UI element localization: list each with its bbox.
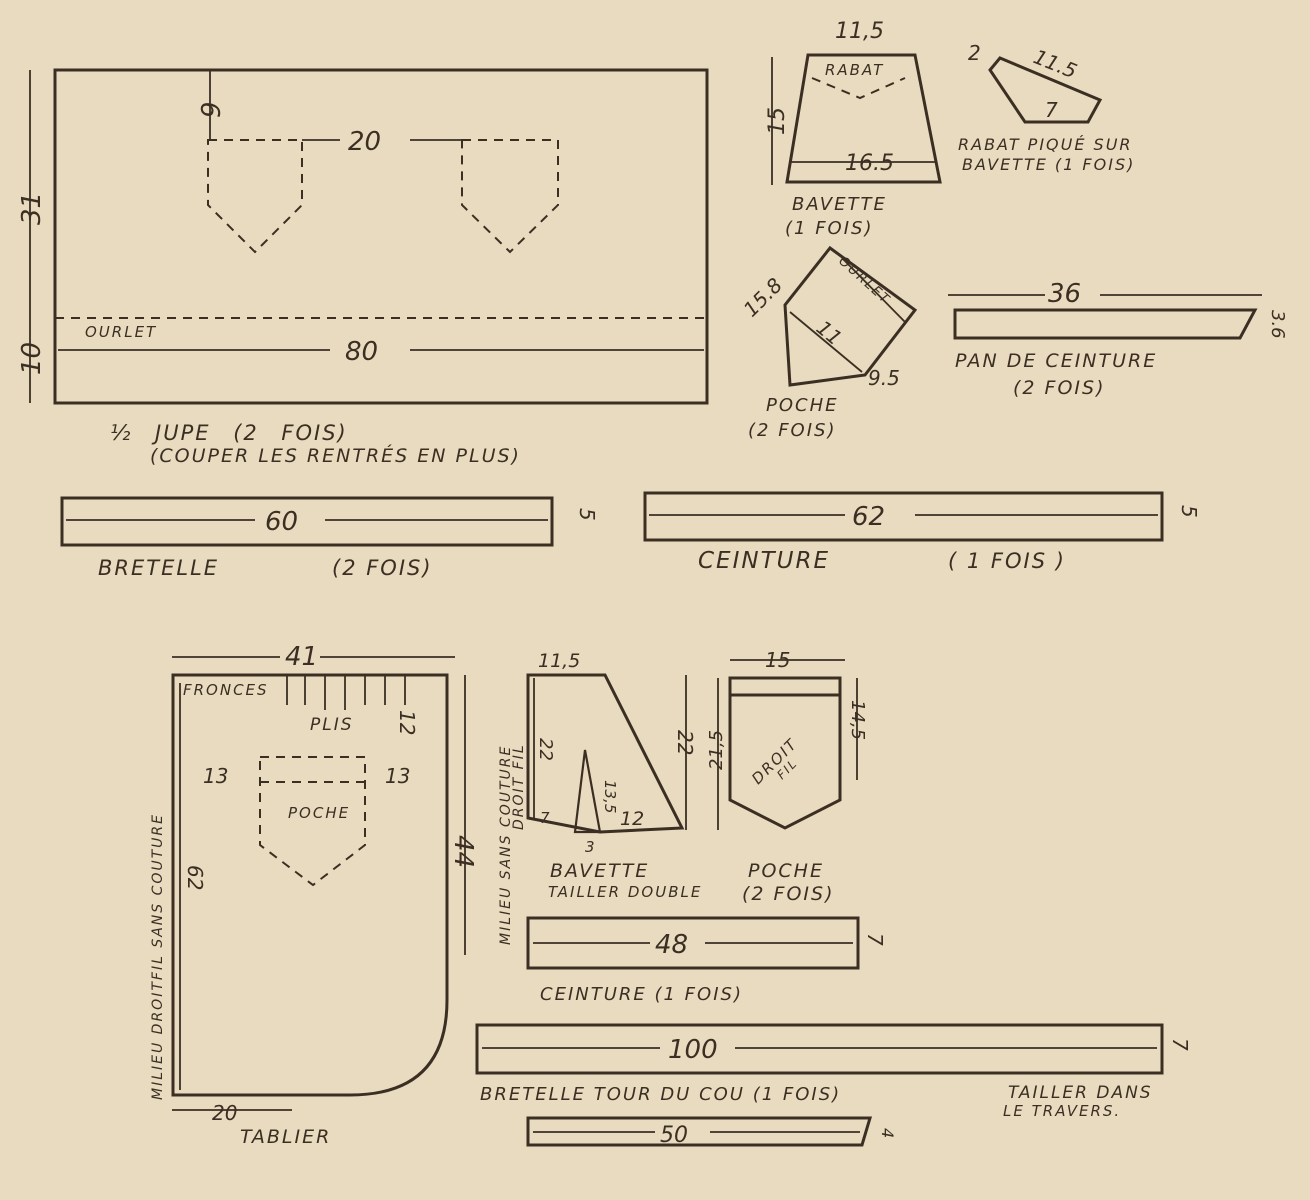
dim-48: 48: [655, 930, 688, 960]
dim-3-6: 3.6: [1267, 310, 1288, 339]
dim-7b: 7: [540, 809, 550, 827]
bavette-count: (1 FOIS): [785, 218, 873, 239]
dim-7c: 7: [863, 933, 887, 946]
bavette-side-note-2: DROIT FIL: [511, 743, 527, 830]
rabat-label-1: RABAT PIQUÉ SUR: [958, 135, 1133, 154]
bretelle-label: BRETELLE: [98, 556, 219, 580]
ceinture-48-piece: 48 7 CEINTURE (1 FOIS): [526, 916, 887, 1005]
dim-7d: 7: [1168, 1038, 1192, 1051]
dim-7: 7: [1045, 98, 1058, 122]
dim-20: 20: [348, 127, 381, 157]
dim-22-right: 22: [673, 730, 697, 755]
bretelle-100-piece: 100 7 BRETELLE TOUR DU COU (1 FOIS) TAIL…: [475, 1023, 1192, 1120]
dim-22-left: 22: [535, 738, 556, 761]
bretelle-100-note-2: LE TRAVERS.: [1003, 1102, 1121, 1120]
bavette-bottom-note: TAILLER DOUBLE: [548, 883, 702, 901]
ceinture-piece: 62 5 CEINTURE ( 1 FOIS ): [643, 491, 1201, 574]
dim-5b: 5: [1177, 505, 1201, 518]
rabat-piece: 2 11.5 7 RABAT PIQUÉ SUR BAVETTE (1 FOIS…: [958, 41, 1135, 174]
poche-bottom-label: POCHE: [748, 860, 824, 882]
dim-15b: 15: [765, 648, 790, 672]
dim-44: 44: [448, 835, 478, 868]
dim-62: 62: [852, 502, 885, 532]
pan-de-ceinture-piece: 36 3.6 PAN DE CEINTURE (2 FOIS): [948, 279, 1288, 399]
poche-bottom-piece: 15 21,5 14,5 DROIT FIL POCHE (2 FOIS): [706, 648, 868, 905]
dim-11-5c: 11,5: [538, 650, 580, 672]
ceinture-48-label: CEINTURE (1 FOIS): [540, 984, 743, 1005]
dim-13-right: 13: [385, 764, 410, 788]
dim-50: 50: [660, 1123, 688, 1148]
pan-label: PAN DE CEINTURE: [955, 350, 1157, 372]
rabat-label-2: BAVETTE (1 FOIS): [962, 155, 1135, 174]
dim-80: 80: [345, 337, 378, 367]
poche-bottom-count: (2 FOIS): [742, 883, 835, 905]
dim-20-tablier: 20: [212, 1101, 237, 1125]
ceinture-label: CEINTURE: [698, 548, 830, 574]
dim-14-5: 14,5: [847, 700, 868, 740]
pan-count: (2 FOIS): [1013, 377, 1106, 399]
jupe-title: ½ JUPE (2 FOIS): [110, 421, 348, 445]
bretelle-100-note-1: TAILLER DANS: [1008, 1083, 1153, 1103]
poche-label: POCHE: [766, 395, 839, 416]
dim-12: 12: [395, 710, 419, 735]
dim-3: 3: [585, 838, 595, 856]
poche-top-piece: OURLET 15.8 11 9.5 POCHE (2 FOIS): [739, 245, 918, 441]
dim-15: 15: [765, 107, 790, 135]
dim-13-left: 13: [203, 764, 228, 788]
ourlet-label: OURLET: [85, 323, 157, 341]
dim-11: 11: [812, 315, 847, 350]
dim-4: 4: [878, 1128, 897, 1138]
bavette-bottom-label: BAVETTE: [550, 860, 649, 882]
bretelle-piece: 60 5 BRETELLE (2 FOIS): [60, 496, 599, 580]
tablier-side-note: MILIEU DROITFIL SANS COUTURE: [150, 813, 166, 1100]
tablier-label: TABLIER: [240, 1126, 331, 1148]
dim-9: 9: [197, 101, 227, 118]
dim-16-5: 16.5: [845, 151, 894, 176]
dim-11-5b: 11.5: [1030, 44, 1080, 83]
jupe-piece: 31 10 9 20 80 OURLET ½ JUPE (2 FOIS) (CO…: [17, 68, 709, 467]
bretelle-100-label: BRETELLE TOUR DU COU (1 FOIS): [480, 1084, 841, 1105]
dim-15-8: 15.8: [739, 273, 787, 321]
dim-2: 2: [968, 41, 981, 65]
poche-ourlet: OURLET: [835, 254, 893, 308]
dim-21-5: 21,5: [706, 730, 727, 770]
rabat-label: RABAT: [825, 61, 884, 79]
dim-41: 41: [285, 642, 318, 672]
dim-5: 5: [575, 508, 599, 521]
dim-9-5: 9.5: [868, 366, 900, 390]
bande-50-piece: 50 4: [526, 1116, 897, 1148]
dim-11-5: 11,5: [835, 19, 884, 44]
tablier-piece: 41 FRONCES PLIS 12 13 13 POCHE 44 62 20 …: [150, 642, 478, 1148]
dim-31: 31: [17, 192, 47, 225]
fronces-label: FRONCES: [183, 681, 269, 699]
plis-label: PLIS: [310, 715, 354, 735]
bavette-bottom-piece: 11,5 22 22 13,5 12 7 3 MILIEU SANS COUTU…: [498, 650, 702, 945]
jupe-note: (COUPER LES RENTRÉS EN PLUS): [150, 444, 521, 467]
dim-62-tablier: 62: [183, 865, 207, 890]
dim-100: 100: [668, 1035, 718, 1065]
bretelle-count: (2 FOIS): [332, 556, 433, 580]
bavette-side-note-1: MILIEU SANS COUTURE: [498, 745, 514, 945]
bavette-label: BAVETTE: [792, 194, 887, 215]
poche-dashed-label: POCHE: [288, 804, 350, 822]
poche-count: (2 FOIS): [748, 420, 836, 441]
dim-60: 60: [265, 507, 298, 537]
dim-10: 10: [17, 342, 47, 375]
dim-36: 36: [1048, 279, 1081, 309]
dim-12b: 12: [620, 808, 644, 830]
ceinture-count: ( 1 FOIS ): [948, 549, 1066, 573]
bavette-top-piece: RABAT 11,5 15 16.5 BAVETTE (1 FOIS): [765, 19, 942, 239]
dim-13-5: 13,5: [601, 780, 619, 813]
